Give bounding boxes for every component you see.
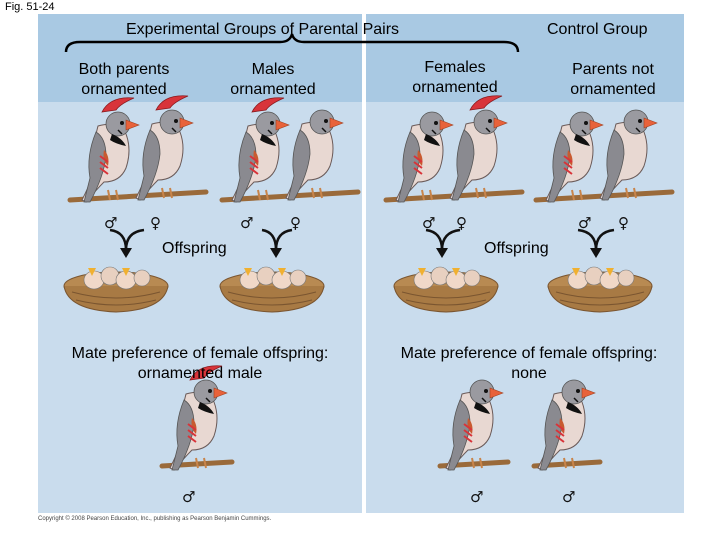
control-header-band [366, 14, 684, 102]
group-label-line1: Males [251, 61, 295, 78]
nest-with-chicks [219, 266, 325, 313]
group-label-line1: Parents not [572, 61, 654, 78]
male-bird-option [445, 379, 504, 471]
female-symbol-icon: ♀ [456, 214, 467, 232]
female-symbol-icon: ♀ [618, 214, 629, 232]
group-males-label: Males ornamented [214, 60, 332, 100]
nest-with-chicks [547, 266, 653, 313]
group-both-parents-label: Both parents ornamented [62, 60, 186, 100]
figure-label: Fig. 51-24 [5, 1, 55, 13]
arrowheads [120, 248, 602, 258]
experimental-brace [64, 33, 520, 53]
experimental-header-band [38, 14, 362, 102]
female-bird-ornamented [449, 95, 508, 201]
male-symbol-icon: ♂ [182, 488, 195, 506]
mate-preference-line1: Mate preference of female offspring: [400, 345, 658, 362]
male-bird [545, 111, 604, 203]
group-label-line2: ornamented [81, 81, 167, 98]
sex-symbols: ♂ ♀ ♂ ♀ ♂ ♀ ♂ ♀ ♂ ♂ ♂ [104, 214, 629, 506]
group-label-line2: ornamented [412, 79, 498, 96]
female-bird [285, 109, 344, 201]
female-symbol-icon: ♀ [290, 214, 301, 232]
group-females-label: Females ornamented [396, 58, 514, 98]
male-symbol-icon: ♂ [422, 214, 435, 232]
male-bird-ornamented [231, 97, 290, 203]
group-label-line1: Females [424, 59, 486, 76]
nest-with-chicks [393, 266, 499, 313]
copyright-notice: Copyright © 2008 Pearson Education, Inc.… [38, 516, 272, 522]
nest-with-chicks [63, 266, 169, 313]
female-symbol-icon: ♀ [150, 214, 161, 232]
male-symbol-icon: ♂ [104, 214, 117, 232]
experimental-groups-title: Experimental Groups of Parental Pairs [126, 21, 400, 38]
male-bird-ornamented [81, 97, 140, 203]
control-group-title: Control Group [547, 21, 648, 38]
mate-preference-control: Mate preference of female offspring: non… [366, 344, 692, 384]
male-symbol-icon: ♂ [578, 214, 591, 232]
group-label-line2: ornamented [230, 81, 316, 98]
male-symbol-icon: ♂ [470, 488, 483, 506]
male-bird [395, 111, 454, 203]
mate-preference-experimental: Mate preference of female offspring: orn… [38, 344, 362, 384]
male-bird-option [537, 379, 596, 471]
group-parents-not-label: Parents not ornamented [556, 60, 670, 100]
mate-preference-line1: Mate preference of female offspring: [71, 345, 329, 362]
mate-preference-line2: none [511, 365, 547, 382]
mate-preference-line2: ornamented male [137, 365, 263, 382]
control-panel [366, 14, 684, 513]
female-bird [599, 109, 658, 201]
offspring-label: Offspring [162, 240, 227, 257]
offspring-label: Offspring [484, 240, 549, 257]
male-symbol-icon: ♂ [562, 488, 575, 506]
group-label-line1: Both parents [78, 61, 170, 78]
female-bird-ornamented [135, 95, 194, 201]
male-symbol-icon: ♂ [240, 214, 253, 232]
experimental-panel [38, 14, 362, 513]
arrows-to-offspring [109, 228, 615, 251]
group-label-line2: ornamented [570, 81, 656, 98]
